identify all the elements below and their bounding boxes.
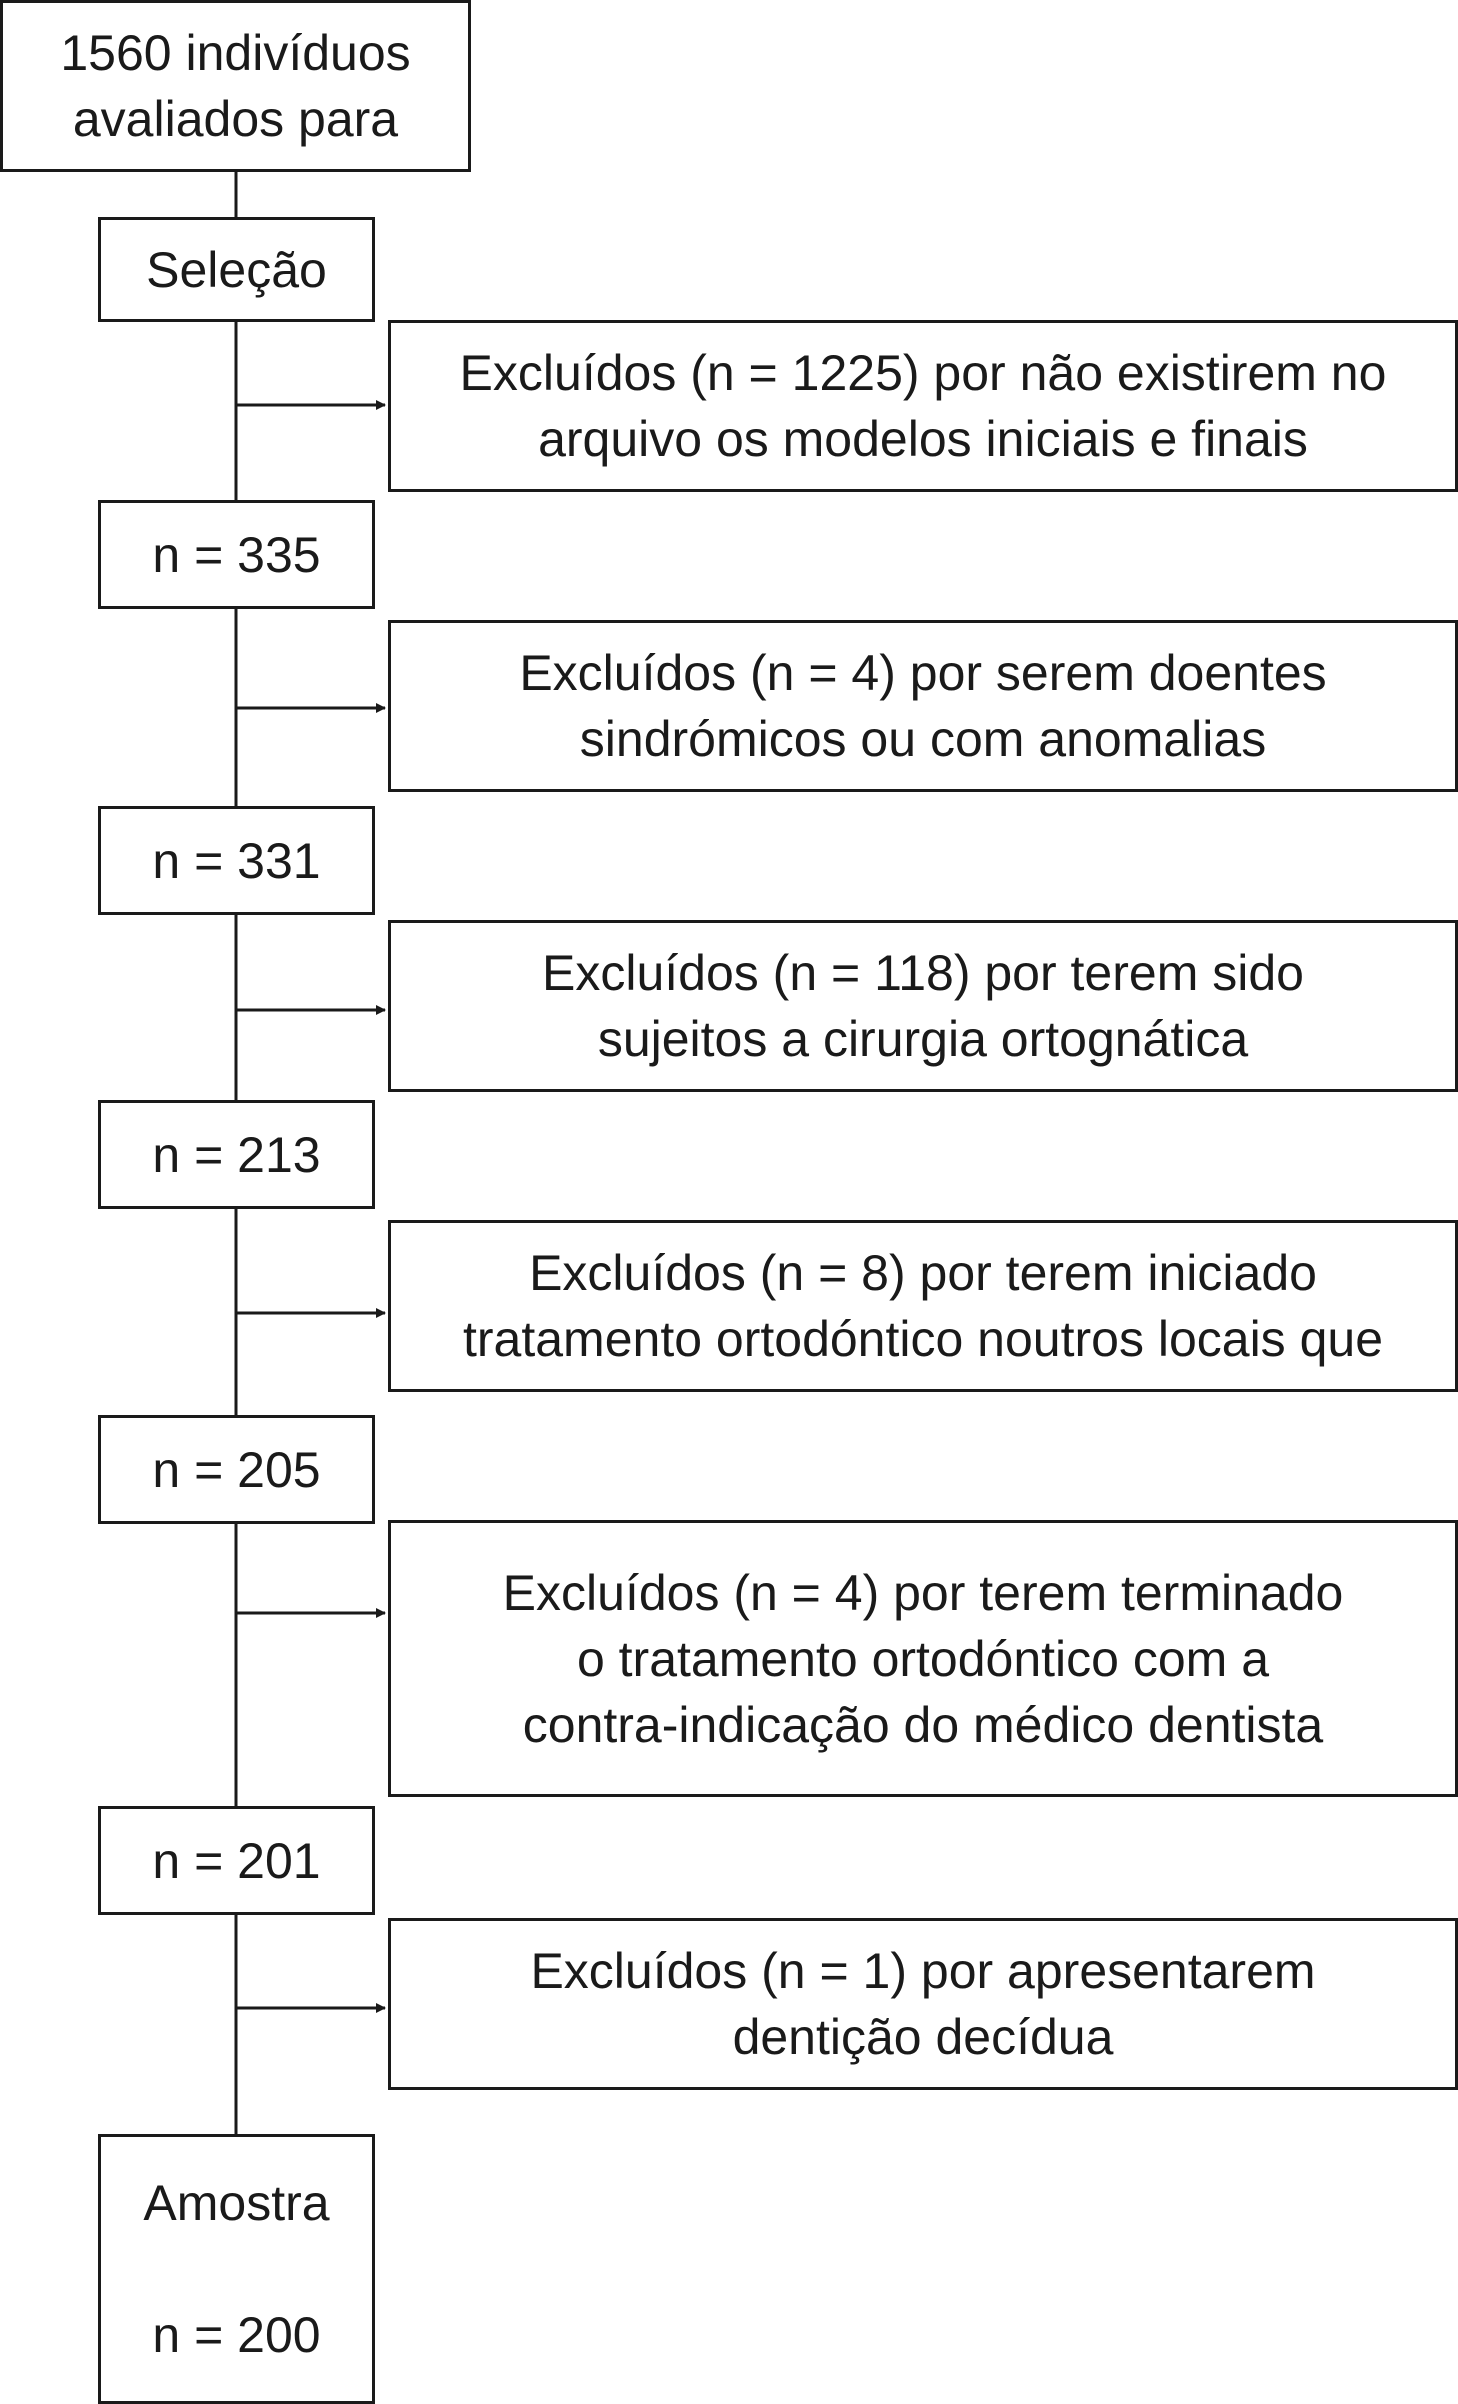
stage-box-1: n = 335 — [98, 500, 375, 609]
start-box: 1560 indivíduos avaliados para — [0, 0, 471, 172]
selection-label: Seleção — [146, 241, 327, 298]
exclusion-4-line-1: Excluídos (n = 8) por terem iniciado — [529, 1245, 1317, 1301]
stage-box-5: n = 201 — [98, 1806, 375, 1915]
exclusion-6-line-2: dentição decídua — [732, 2009, 1114, 2065]
exclusion-1-line-2: arquivo os modelos iniciais e finais — [538, 411, 1308, 467]
exclusion-4-line-2: tratamento ortodóntico noutros locais qu… — [463, 1311, 1383, 1367]
stage-4-label: n = 205 — [152, 1441, 321, 1498]
exclusion-1-line-1: Excluídos (n = 1225) por não existirem n… — [459, 345, 1387, 401]
stage-2-label: n = 331 — [152, 832, 321, 889]
sample-box: Amostra n = 200 — [98, 2134, 375, 2404]
exclusion-box-6: Excluídos (n = 1) por apresentarem denti… — [388, 1918, 1458, 2090]
stage-1-label: n = 335 — [152, 526, 321, 583]
stage-box-2: n = 331 — [98, 806, 375, 915]
selection-box: Seleção — [98, 217, 375, 322]
exclusion-box-3: Excluídos (n = 118) por terem sido sujei… — [388, 920, 1458, 1092]
exclusion-3-line-1: Excluídos (n = 118) por terem sido — [542, 945, 1304, 1001]
exclusion-box-4: Excluídos (n = 8) por terem iniciado tra… — [388, 1220, 1458, 1392]
exclusion-5-line-1: Excluídos (n = 4) por terem terminado — [502, 1564, 1344, 1621]
stage-box-4: n = 205 — [98, 1415, 375, 1524]
stage-box-3: n = 213 — [98, 1100, 375, 1209]
exclusion-box-1: Excluídos (n = 1225) por não existirem n… — [388, 320, 1458, 492]
exclusion-5-line-2: o tratamento ortodóntico com a — [576, 1630, 1270, 1687]
sample-count: n = 200 — [152, 2307, 321, 2363]
exclusion-3-line-2: sujeitos a cirurgia ortognática — [597, 1011, 1249, 1067]
start-line-1: 1560 indivíduos — [60, 25, 411, 81]
exclusion-5-line-3: contra-indicação do médico dentista — [522, 1696, 1324, 1753]
exclusion-6-line-1: Excluídos (n = 1) por apresentarem — [530, 1943, 1316, 1999]
exclusion-box-5: Excluídos (n = 4) por terem terminado o … — [388, 1520, 1458, 1797]
stage-5-label: n = 201 — [152, 1832, 321, 1889]
sample-title: Amostra — [143, 2175, 330, 2231]
exclusion-2-line-2: sindrómicos ou com anomalias — [579, 711, 1267, 767]
stage-3-label: n = 213 — [152, 1126, 321, 1183]
exclusion-box-2: Excluídos (n = 4) por serem doentes sind… — [388, 620, 1458, 792]
start-line-2: avaliados para — [72, 91, 399, 147]
exclusion-2-line-1: Excluídos (n = 4) por serem doentes — [519, 645, 1327, 701]
